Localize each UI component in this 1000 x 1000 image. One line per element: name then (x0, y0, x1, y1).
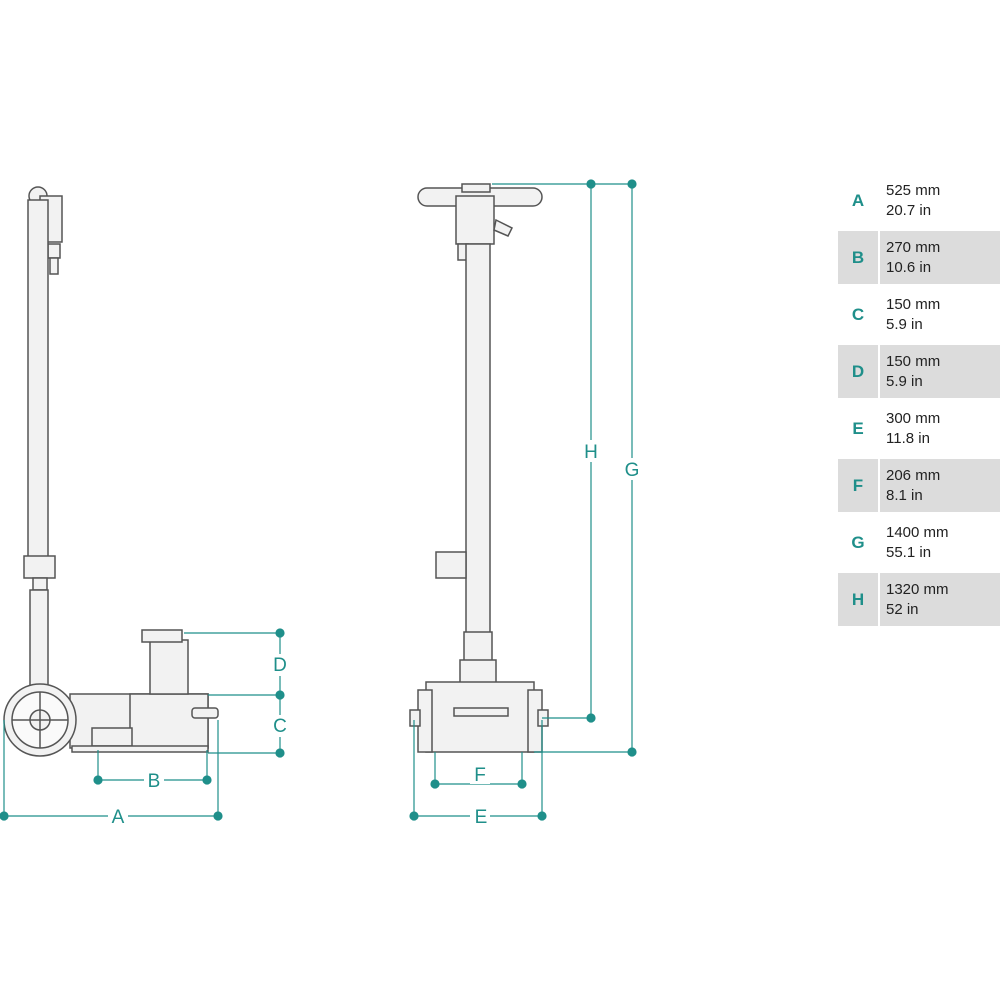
dim-label-c: C (273, 716, 287, 737)
spec-letter: H (838, 573, 878, 626)
spec-mm: 150 mm (886, 295, 941, 313)
dim-label-f: F (474, 765, 486, 786)
spec-values: 300 mm 11.8 in (880, 402, 1000, 455)
spec-mm: 1320 mm (886, 580, 949, 598)
spec-values: 150 mm 5.9 in (880, 345, 1000, 398)
spec-mm: 300 mm (886, 409, 941, 427)
dim-label-h: H (584, 442, 598, 463)
spec-row-d: D 150 mm 5.9 in (838, 345, 1000, 398)
spec-inch: 20.7 in (886, 201, 932, 219)
spec-mm: 525 mm (886, 181, 941, 199)
spec-values: 270 mm 10.6 in (880, 231, 1000, 284)
side-handle-bar (27, 199, 49, 559)
dim-e-start-dot (409, 811, 419, 821)
spec-inch: 11.8 in (886, 429, 930, 447)
spec-row-e: E 300 mm 11.8 in (838, 402, 1000, 455)
spec-inch: 52 in (886, 600, 919, 618)
front-valve-block (455, 195, 495, 245)
dim-h-top-dot (586, 179, 596, 189)
front-bracket (435, 551, 467, 579)
spec-letter: E (852, 418, 864, 438)
side-handle-collar (23, 555, 56, 579)
spec-mm: 1400 mm (886, 523, 949, 541)
dim-e-end-dot (537, 811, 547, 821)
spec-inch: 5.9 in (886, 372, 923, 390)
spec-letter: F (838, 459, 878, 512)
side-saddle (141, 629, 183, 643)
spec-row-h: H 1320 mm 52 in (838, 573, 1000, 626)
dim-a-start-dot (0, 811, 9, 821)
dim-b-end-dot (202, 775, 212, 785)
dim-h-bottom-dot (586, 713, 596, 723)
spec-mm: 150 mm (886, 352, 941, 370)
dim-label-b: B (148, 771, 161, 792)
spec-inch: 5.9 in (886, 315, 923, 333)
dim-label-d: D (273, 655, 287, 676)
spec-values: 1320 mm 52 in (880, 573, 1000, 626)
dimension-spec-table: A 525 mm 20.7 in B 270 mm 10.6 in C 150 … (838, 174, 1000, 630)
front-jack-body (425, 681, 535, 753)
spec-values: 206 mm 8.1 in (880, 459, 1000, 512)
dim-a-end-dot (213, 811, 223, 821)
side-view-jack (3, 186, 219, 757)
spec-letter: D (838, 345, 878, 398)
spec-row-g: G 1400 mm 55.1 in (838, 516, 1000, 569)
spec-letter: B (838, 231, 878, 284)
spec-letter: G (851, 532, 865, 552)
spec-letter: A (851, 190, 865, 210)
spec-inch: 55.1 in (886, 543, 932, 561)
spec-inch: 10.6 in (886, 258, 932, 276)
dim-label-e: E (475, 807, 488, 828)
dim-g-top-dot (627, 179, 637, 189)
spec-mm: 270 mm (886, 238, 941, 256)
dim-cd-mid-dot (275, 690, 285, 700)
dim-g-bottom-dot (627, 747, 637, 757)
spec-inch: 8.1 in (886, 486, 923, 504)
spec-values: 525 mm 20.7 in (880, 174, 1000, 227)
spec-row-c: C 150 mm 5.9 in (838, 288, 1000, 341)
spec-row-b: B 270 mm 10.6 in (838, 231, 1000, 284)
dim-c-bottom-dot (275, 748, 285, 758)
spec-row-a: A 525 mm 20.7 in (838, 174, 1000, 227)
dim-label-g: G (625, 460, 640, 481)
dim-f-start-dot (430, 779, 440, 789)
dim-b-start-dot (93, 775, 103, 785)
dim-f-end-dot (517, 779, 527, 789)
spec-mm: 206 mm (886, 466, 941, 484)
spec-row-f: F 206 mm 8.1 in (838, 459, 1000, 512)
spec-values: 1400 mm 55.1 in (880, 516, 1000, 569)
front-handle-shaft (465, 243, 491, 635)
spec-letter: C (851, 304, 865, 324)
front-view-jack (409, 183, 549, 753)
dim-label-a: A (112, 807, 125, 828)
side-ram (149, 639, 189, 695)
dim-d-top-dot (275, 628, 285, 638)
spec-values: 150 mm 5.9 in (880, 288, 1000, 341)
